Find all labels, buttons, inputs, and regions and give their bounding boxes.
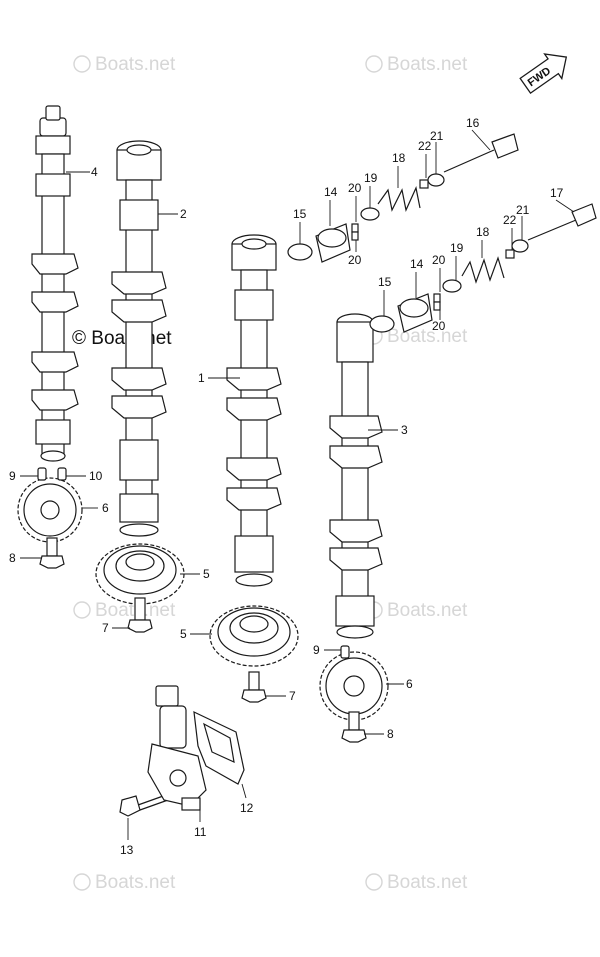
callout-6b: 6 — [406, 677, 413, 691]
callout-6a: 6 — [102, 501, 109, 515]
spring-18-upper — [377, 186, 421, 212]
callout-20a: 20 — [348, 181, 362, 195]
leader-lines — [20, 129, 575, 840]
callout-5b: 5 — [180, 627, 187, 641]
callout-18a: 18 — [392, 151, 406, 165]
svg-text:Boats.net: Boats.net — [387, 54, 468, 75]
callout-21a: 21 — [430, 129, 444, 143]
svg-text:Boats.net: Boats.net — [95, 54, 176, 75]
callout-labels: 4 2 1 3 5 5 6 6 7 7 8 8 9 9 10 11 12 13 … — [9, 116, 564, 857]
pin-9-left — [37, 467, 47, 481]
gasket-12 — [193, 710, 245, 785]
seat-21-lower — [511, 239, 529, 253]
callout-5a: 5 — [203, 567, 210, 581]
spring-18-lower — [461, 256, 505, 284]
callout-1: 1 — [198, 371, 205, 385]
callout-17: 17 — [550, 186, 564, 200]
callout-20b: 20 — [348, 253, 362, 267]
callout-15a: 15 — [293, 207, 307, 221]
callout-14a: 14 — [324, 185, 338, 199]
callout-19b: 19 — [450, 241, 464, 255]
camshaft-2 — [111, 140, 167, 537]
callout-9a: 9 — [9, 469, 16, 483]
camshaft-4 — [31, 105, 79, 462]
valve-16 — [443, 133, 519, 173]
sprocket-6-right — [319, 651, 389, 721]
svg-text:Boats.net: Boats.net — [387, 872, 468, 893]
callout-16: 16 — [466, 116, 480, 130]
sprocket-6-left — [17, 477, 83, 543]
callout-7b: 7 — [289, 689, 296, 703]
shim-15-lower — [369, 315, 395, 333]
callout-19a: 19 — [364, 171, 378, 185]
tappet-14-upper — [315, 223, 351, 263]
svg-text:Boats.net: Boats.net — [387, 326, 468, 347]
pin-10 — [57, 467, 67, 481]
watermark-lower-left: Boats.net — [73, 600, 176, 621]
callout-2: 2 — [180, 207, 187, 221]
svg-text:Boats.net: Boats.net — [95, 872, 176, 893]
bolt-8-right — [341, 711, 367, 743]
callout-11: 11 — [194, 825, 207, 839]
callout-22a: 22 — [418, 139, 432, 153]
seat-21-upper — [427, 173, 445, 187]
camshaft-3 — [329, 313, 383, 639]
bolt-7-right — [241, 671, 267, 703]
vvt-sprocket-5-right — [209, 605, 299, 667]
svg-text:Boats.net: Boats.net — [387, 600, 468, 621]
callout-4: 4 — [91, 165, 98, 179]
copyright-credit: © Boats.net — [72, 328, 172, 349]
fwd-arrow-icon: FWD — [519, 53, 568, 95]
cotter-20-upper — [351, 223, 359, 241]
oil-control-valve-11 — [147, 685, 207, 811]
shim-15-upper — [287, 243, 313, 261]
watermark-bottom-right: Boats.net — [365, 872, 468, 893]
callout-10: 10 — [89, 469, 103, 483]
seal-22-lower — [505, 249, 515, 259]
callout-7a: 7 — [102, 621, 109, 635]
bolt-13 — [119, 794, 169, 817]
watermark-top-left: Boats.net — [73, 54, 176, 75]
pin-9-right — [340, 645, 350, 659]
callout-14b: 14 — [410, 257, 424, 271]
callout-15b: 15 — [378, 275, 392, 289]
callout-8b: 8 — [387, 727, 394, 741]
retainer-19-upper — [360, 207, 380, 221]
callout-20c: 20 — [432, 253, 446, 267]
vvt-sprocket-5-left — [95, 543, 185, 605]
seal-22-upper — [419, 179, 429, 189]
tappet-14-lower — [397, 293, 433, 333]
callout-9b: 9 — [313, 643, 320, 657]
callout-3: 3 — [401, 423, 408, 437]
callout-8a: 8 — [9, 551, 16, 565]
watermark-bottom-left: Boats.net — [73, 872, 176, 893]
cotter-20-lower — [433, 293, 441, 311]
camshaft-1 — [226, 234, 282, 587]
callout-22b: 22 — [503, 213, 517, 227]
callout-20d: 20 — [432, 319, 446, 333]
valve-17 — [527, 203, 597, 241]
watermark-lower-right: Boats.net — [365, 600, 468, 621]
watermark-top-right: Boats.net — [365, 54, 468, 75]
callout-18b: 18 — [476, 225, 490, 239]
callout-12: 12 — [240, 801, 254, 815]
callout-13: 13 — [120, 843, 134, 857]
callout-21b: 21 — [516, 203, 530, 217]
bolt-8-left — [39, 537, 65, 569]
retainer-19-lower — [442, 279, 462, 293]
